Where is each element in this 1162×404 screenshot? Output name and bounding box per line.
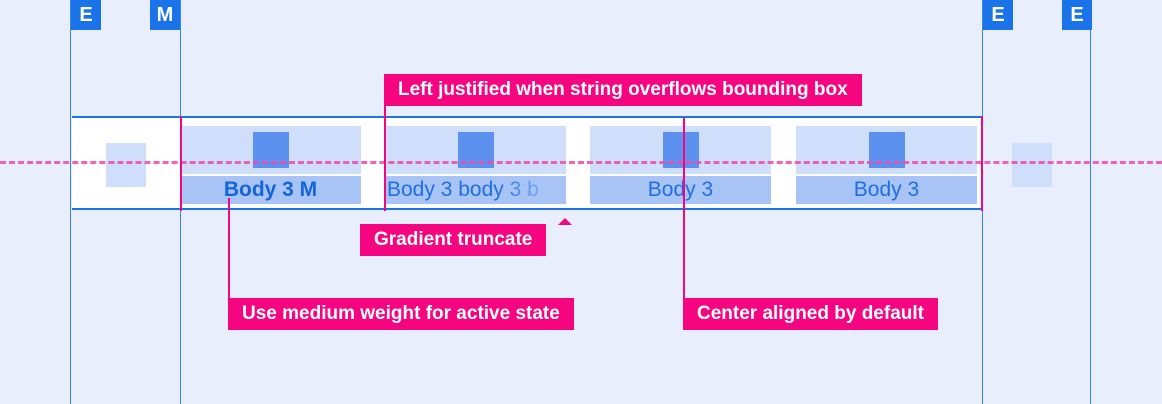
tab-item[interactable]: Body 3 [796,126,977,204]
callout-nub-icon [558,218,572,225]
tab-label: Body 3 [647,178,714,201]
tab-icon-container [590,126,771,174]
tab-icon-container [180,126,361,174]
leader-right-margin-stub [981,116,983,211]
annotation-center-aligned: Center aligned by default [683,298,938,330]
tab-bar-trailing-spacer [1012,143,1052,187]
tab-label: Body 3 body 3 b [387,178,539,201]
leader-left-justified [384,106,386,211]
tab-item[interactable]: Body 3 M [180,126,361,204]
edge-spacing-badge-right-outer: E [1062,0,1092,30]
edge-spacing-badge-left: E [71,0,101,30]
leader-medium-weight [228,198,230,298]
annotation-medium-weight: Use medium weight for active state [228,298,574,330]
annotation-left-justified: Left justified when string overflows bou… [384,74,862,106]
leader-left-margin-stub [180,116,182,211]
layout-guide-right-edge [1090,0,1091,404]
tab-icon-container [385,126,566,174]
tab-item[interactable]: Body 3 body 3 b [385,126,566,204]
vertical-center-guideline [0,161,1162,164]
layout-guide-left-edge [70,0,71,404]
leader-center-aligned [683,118,685,298]
tab-bar-leading-spacer [106,143,146,187]
tab-label: Body 3 M [223,178,318,201]
tab-label: Body 3 [853,178,920,201]
tab-label-container: Body 3 [796,176,977,204]
annotation-gradient-truncate: Gradient truncate [360,218,572,256]
edge-spacing-badge-right-inner: E [983,0,1013,30]
tab-label-container: Body 3 [590,176,771,204]
margin-spacing-badge-left: M [150,0,180,30]
tab-item[interactable]: Body 3 [590,126,771,204]
tab-label-container: Body 3 body 3 b [385,176,566,204]
tab-icon-container [796,126,977,174]
tab-label-container: Body 3 M [180,176,361,204]
